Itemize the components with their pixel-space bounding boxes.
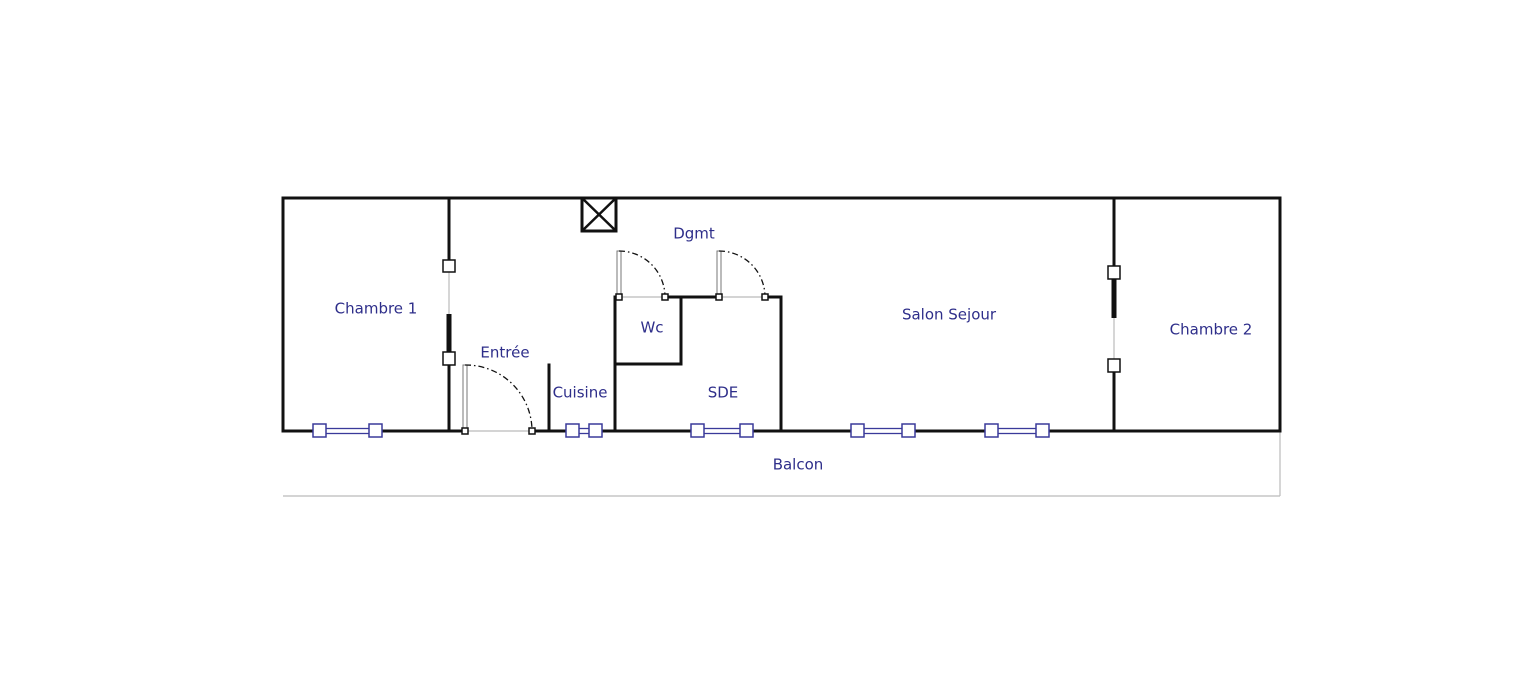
window[interactable] — [312, 423, 383, 438]
sliding-door-chambre-2[interactable] — [1107, 265, 1121, 373]
room-label-balcon: Balcon — [773, 456, 824, 474]
room-label-salon-sejour: Salon Sejour — [902, 306, 997, 324]
sliding-door-chambre-1[interactable] — [442, 259, 456, 366]
room-label-wc: Wc — [640, 319, 663, 337]
wc-door[interactable] — [615, 250, 669, 301]
interior-walls — [447, 196, 1116, 433]
room-label-sde: SDE — [708, 384, 739, 402]
sde-door[interactable] — [715, 250, 769, 301]
balcony-outline — [283, 431, 1281, 497]
room-label-cuisine: Cuisine — [553, 384, 608, 402]
window[interactable] — [565, 423, 603, 438]
window[interactable] — [984, 423, 1050, 438]
window[interactable] — [690, 423, 754, 438]
room-label-dgmt: Dgmt — [673, 225, 715, 243]
room-label-entree: Entrée — [480, 344, 529, 362]
room-label-chambre-1: Chambre 1 — [335, 300, 418, 318]
entrance-door[interactable] — [461, 364, 536, 435]
room-label-chambre-2: Chambre 2 — [1170, 321, 1253, 339]
window[interactable] — [850, 423, 916, 438]
duct-icon — [580, 196, 618, 233]
